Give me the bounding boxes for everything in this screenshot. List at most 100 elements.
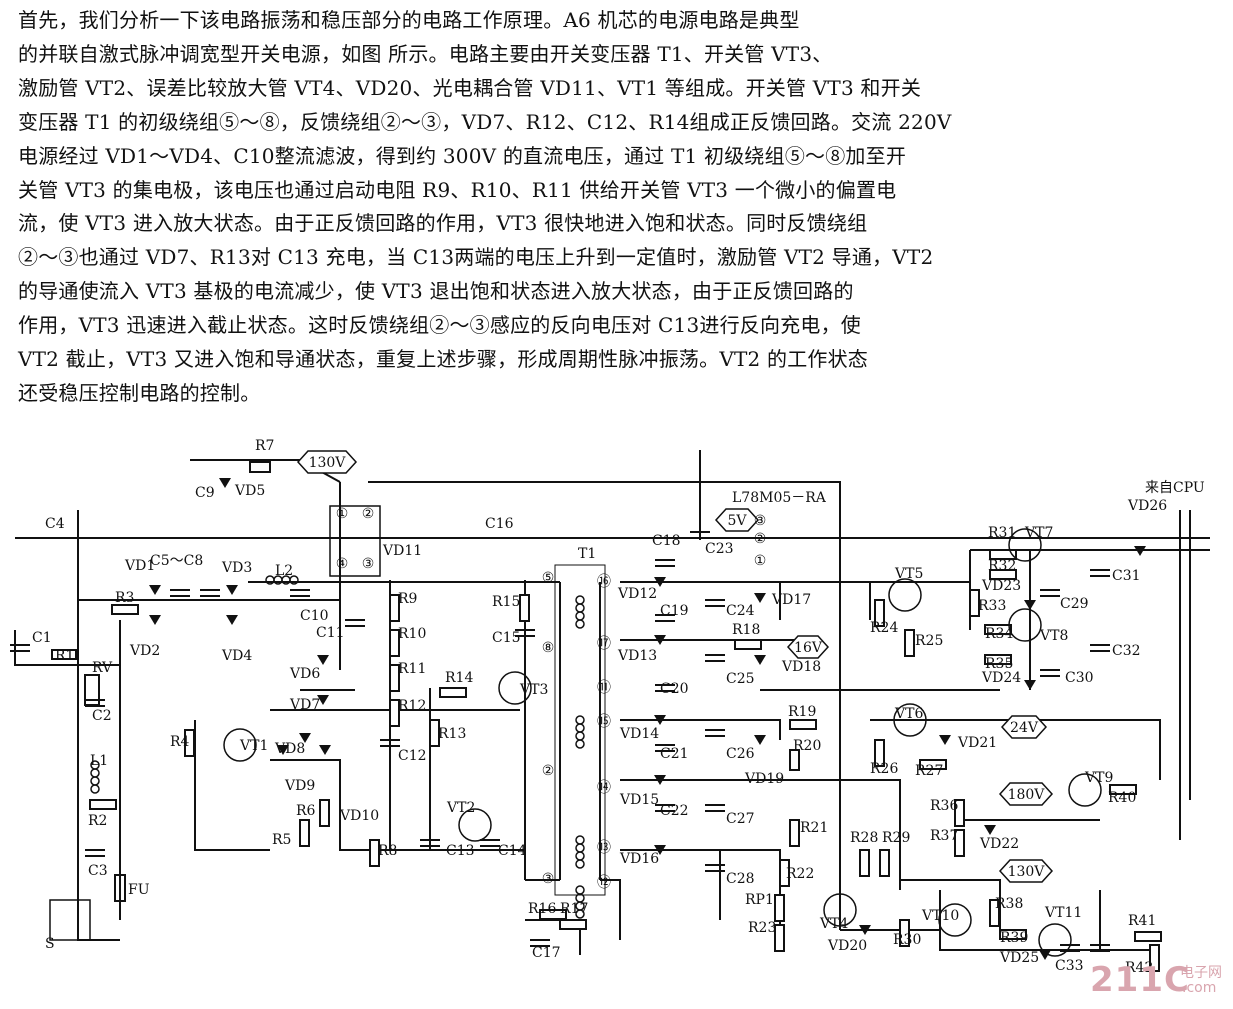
label-r3: R3 — [115, 590, 134, 606]
label-vd14: VD14 — [619, 726, 659, 742]
label-r25: R25 — [915, 633, 943, 649]
label-c9: C9 — [195, 485, 215, 501]
wire — [870, 719, 1161, 780]
transistor — [458, 808, 492, 842]
label-vd4: VD4 — [221, 648, 252, 664]
label-r16: R16 — [528, 901, 556, 917]
wire — [368, 481, 841, 930]
paragraph-line: 流，使 VT3 进入放大状态。由于正反馈回路的作用，VT3 很快地进入饱和状态。… — [18, 211, 868, 236]
label-r18: R18 — [732, 622, 760, 638]
diode — [317, 655, 329, 665]
label-vd20: VD20 — [827, 938, 867, 954]
resistor — [389, 629, 400, 657]
diode — [319, 745, 331, 755]
label-vd18: VD18 — [781, 659, 821, 675]
voltage-tag — [786, 635, 830, 659]
label-c16: C16 — [485, 516, 514, 532]
logo-brand: 211C — [1090, 960, 1190, 1000]
label-c27: C27 — [726, 811, 755, 827]
label-fu: FU — [128, 882, 150, 898]
resistor — [999, 929, 1027, 940]
transformer-t1 — [554, 564, 606, 896]
label-vt7: VT7 — [1024, 525, 1053, 541]
label-c17: C17 — [532, 945, 561, 961]
resistor — [989, 899, 1000, 927]
label-r10: R10 — [398, 626, 426, 642]
voltage-tag-label: 5V — [727, 513, 747, 529]
diode — [277, 745, 289, 755]
label-r8: R8 — [378, 843, 397, 859]
resistor — [559, 919, 587, 930]
label-vd5: VD5 — [234, 483, 265, 499]
logo-cn: 电子网 — [1180, 965, 1222, 981]
pin-number: ⑫ — [597, 875, 611, 891]
resistor — [51, 649, 77, 660]
label-r35: R35 — [985, 656, 1013, 672]
coil — [575, 843, 585, 853]
coil — [575, 595, 585, 605]
label-vd12: VD12 — [617, 586, 657, 602]
transistor — [1038, 923, 1072, 957]
label-vt1: VT1 — [239, 738, 268, 754]
diode — [317, 695, 329, 705]
label-vd22: VD22 — [979, 836, 1019, 852]
pin-number: ⑭ — [597, 780, 611, 796]
resistor — [789, 819, 800, 847]
diode — [1024, 600, 1036, 610]
label-l78: L78M05－RA — [732, 490, 827, 506]
label-vt2: VT2 — [446, 800, 475, 816]
resistor — [184, 729, 195, 757]
label-r14: R14 — [445, 670, 473, 686]
label-c28: C28 — [726, 871, 755, 887]
label-t1: T1 — [578, 546, 596, 562]
label-vt3: VT3 — [519, 682, 548, 698]
label-c18: C18 — [652, 533, 681, 549]
label-c26: C26 — [726, 746, 755, 762]
label-r4: R4 — [170, 734, 190, 750]
label-c2: C2 — [92, 708, 112, 724]
label-vt9: VT9 — [1084, 770, 1113, 786]
label-vd19: VD19 — [744, 771, 784, 787]
diode — [299, 733, 311, 743]
label-r31: R31 — [988, 525, 1016, 541]
label-c3: C3 — [88, 863, 108, 879]
label-r42: R42 — [1125, 960, 1153, 976]
label-r11: R11 — [398, 661, 426, 677]
resistor — [919, 759, 947, 770]
label-c33: C33 — [1055, 958, 1084, 974]
label-r24: R24 — [870, 620, 898, 636]
paragraph-line: 电源经过 VD1～VD4、C10整流滤波，得到约 300V 的直流电压，通过 T… — [18, 143, 907, 168]
pin-number: ② — [754, 531, 767, 547]
diode — [226, 615, 238, 625]
label-r39: R39 — [1000, 930, 1028, 946]
label-vd6: VD6 — [289, 666, 320, 682]
diode — [654, 775, 666, 785]
label-vd3: VD3 — [221, 560, 252, 576]
transistor — [223, 728, 257, 762]
label-r6: R6 — [296, 803, 316, 819]
voltage-tag — [714, 508, 760, 532]
coil — [90, 784, 100, 794]
voltage-tag — [296, 450, 358, 474]
label-vt5: VT5 — [894, 566, 923, 582]
label-r5: R5 — [272, 832, 291, 848]
transistor — [1068, 773, 1102, 807]
label-c15: C15 — [492, 630, 521, 646]
wire — [620, 779, 901, 890]
label-rp1: RP1 — [745, 892, 774, 908]
resistor — [904, 629, 915, 657]
label-c4: C4 — [45, 516, 65, 532]
diode — [984, 825, 996, 835]
diode — [939, 735, 951, 745]
optocoupler-vd11 — [329, 505, 381, 577]
switch-s — [49, 899, 91, 941]
circuit-components — [10, 450, 1162, 972]
wire — [270, 759, 525, 851]
diode — [754, 735, 766, 745]
voltage-tag-label: 180V — [1008, 787, 1046, 803]
label-r17: R17 — [560, 901, 588, 917]
pin-number: ⑤ — [542, 570, 555, 586]
transistor — [938, 903, 972, 937]
